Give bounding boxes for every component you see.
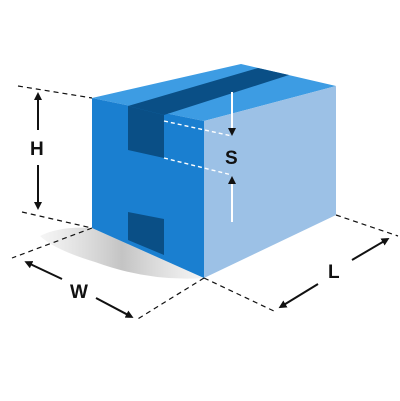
- tape-top: [128, 68, 289, 115]
- tape-front-top: [128, 106, 164, 158]
- length-label: L: [328, 262, 340, 283]
- length-arrow-left: [278, 283, 319, 309]
- box-side-face: [204, 86, 336, 278]
- seam-label: S: [225, 148, 238, 169]
- seam-line-lower: [163, 157, 233, 176]
- width-label: W: [70, 282, 88, 303]
- tape-front-bottom: [128, 212, 164, 255]
- height-label: H: [30, 139, 44, 160]
- length-extension-right: [335, 214, 399, 237]
- width-arrow-right: [95, 297, 134, 318]
- box-front-face: [92, 98, 204, 278]
- height-extension-top: [17, 85, 93, 99]
- seam-line-upper: [163, 120, 233, 137]
- width-extension-right: [135, 277, 205, 321]
- length-arrow-right: [351, 237, 390, 261]
- length-extension-left: [203, 277, 277, 313]
- width-arrow-left: [24, 261, 63, 280]
- height-extension-bottom: [21, 211, 93, 229]
- ground-shadow: [40, 227, 204, 279]
